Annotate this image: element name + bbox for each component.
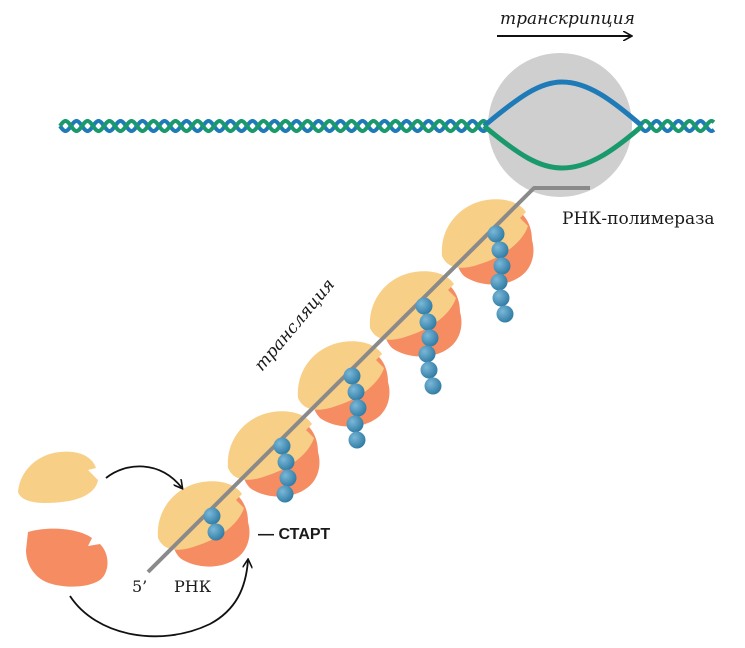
- dna-strand-green-open: [482, 124, 644, 171]
- dna-strand-blue-left: [58, 119, 488, 133]
- five-prime-label: 5’: [132, 577, 147, 596]
- amino-acid: [346, 415, 364, 433]
- amino-acid: [487, 225, 505, 243]
- rna-polymerase-body: [488, 53, 632, 197]
- dna-double-helix: [58, 119, 716, 133]
- curved-arrow-icon: [105, 465, 182, 488]
- free-small-subunit: [18, 451, 98, 503]
- amino-acid: [207, 523, 225, 541]
- amino-acid: [418, 345, 436, 363]
- ribosome: [227, 411, 320, 497]
- peptide-chains: [203, 225, 514, 541]
- amino-acid: [276, 485, 294, 503]
- dna-strand-green-right: [638, 119, 716, 133]
- curved-arrow-icon: [69, 560, 248, 638]
- amino-acid: [490, 273, 508, 291]
- amino-acid: [496, 305, 514, 323]
- amino-acid: [347, 383, 365, 401]
- amino-acid: [279, 469, 297, 487]
- ribosome: [369, 271, 462, 357]
- amino-acid: [421, 329, 439, 347]
- free-large-subunit: [26, 528, 108, 587]
- amino-acid: [424, 377, 442, 395]
- amino-acid: [277, 453, 295, 471]
- amino-acid: [415, 297, 433, 315]
- ribosome: [441, 199, 534, 285]
- amino-acid: [491, 241, 509, 259]
- rna-label: РНК: [174, 577, 212, 596]
- amino-acid: [349, 399, 367, 417]
- amino-acid: [273, 437, 291, 455]
- amino-acid: [492, 289, 510, 307]
- amino-acid: [419, 313, 437, 331]
- transcription-label: транскрипция: [500, 9, 635, 29]
- start-label: — СТАРТ: [258, 526, 330, 543]
- ribosome: [157, 481, 250, 567]
- amino-acid: [343, 367, 361, 385]
- dna-strand-green-left: [58, 119, 488, 133]
- dna-strand-blue-right: [638, 119, 716, 133]
- rna-polymerase-label: РНК-полимераза: [562, 209, 715, 229]
- amino-acid: [348, 431, 366, 449]
- amino-acid: [493, 257, 511, 275]
- dna-strand-blue-open: [482, 79, 644, 128]
- amino-acid: [420, 361, 438, 379]
- amino-acid: [203, 507, 221, 525]
- ribosome: [297, 341, 390, 427]
